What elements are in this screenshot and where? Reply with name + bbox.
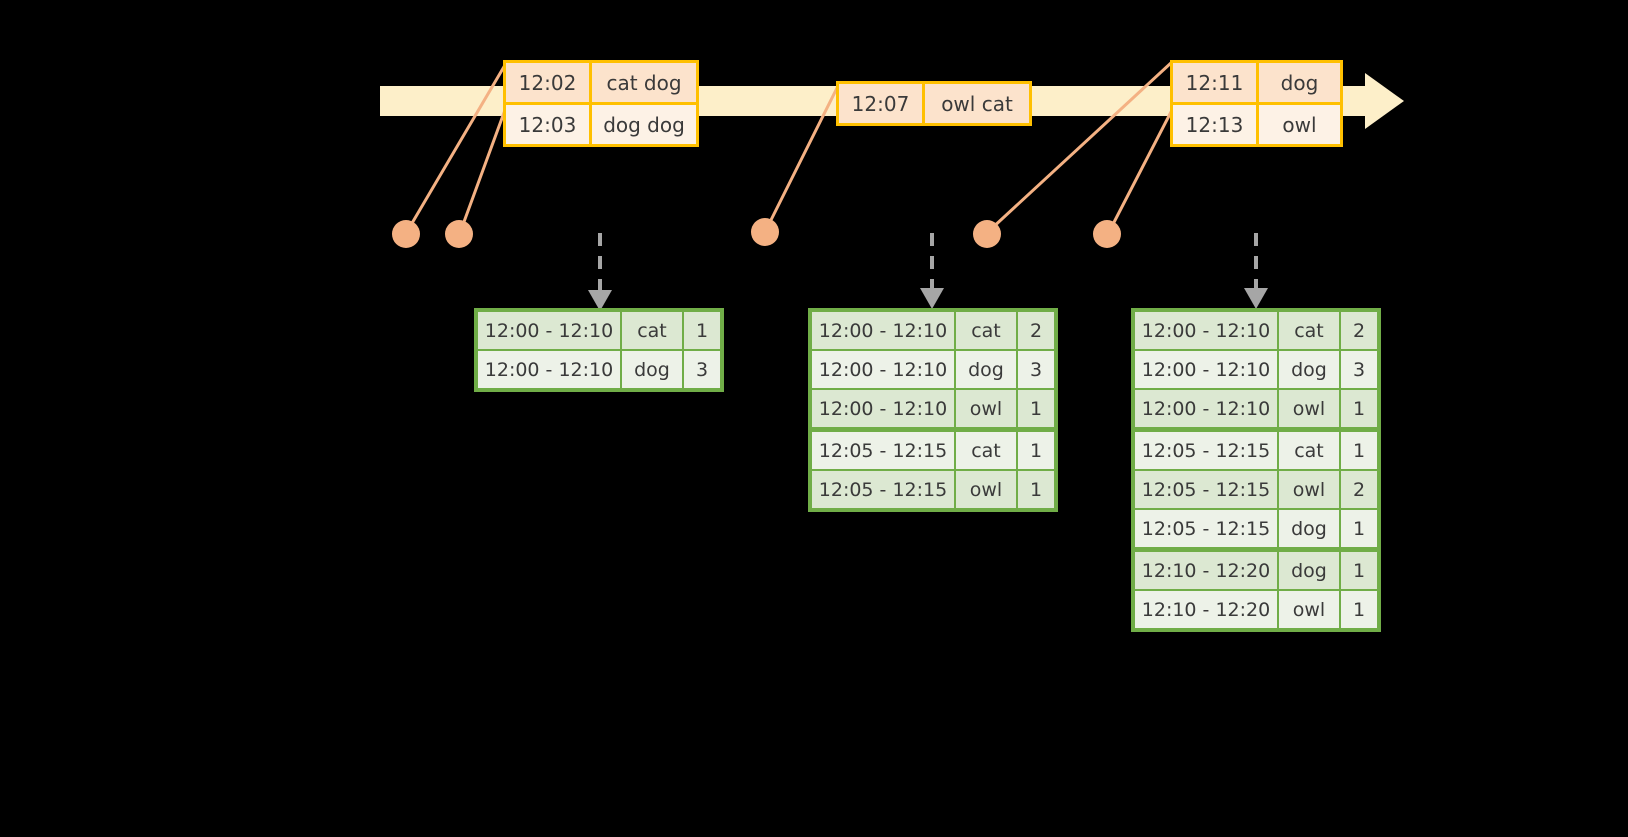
event-words: dog dog	[603, 112, 685, 137]
event-dot-5	[1093, 220, 1121, 248]
cell-key: dog	[956, 351, 1018, 388]
cell-window: 12:00 - 12:10	[478, 312, 622, 349]
event-words: owl cat	[941, 91, 1013, 116]
table-row[interactable]: 12:00 - 12:10 owl 1	[1135, 388, 1377, 427]
table-row[interactable]: 12:00 - 12:10 cat 2	[1135, 312, 1377, 349]
event-row[interactable]: 12:11 dog	[1173, 63, 1340, 102]
cell-key: dog	[1279, 510, 1341, 547]
cell-count: 1	[695, 319, 709, 342]
emit-arrow-2	[920, 233, 944, 309]
cell-count: 1	[1029, 439, 1043, 462]
event-group-1[interactable]: 12:02 cat dog 12:03 dog dog	[503, 60, 699, 147]
cell-key: cat	[956, 312, 1018, 349]
connector-line-5	[1108, 108, 1174, 232]
cell-count: 1	[1029, 478, 1043, 501]
event-time: 12:02	[506, 63, 592, 102]
event-time: 12:11	[1173, 63, 1259, 102]
event-time: 12:13	[1173, 105, 1259, 144]
table-row[interactable]: 12:10 - 12:20 owl 1	[1135, 589, 1377, 628]
event-row[interactable]: 12:13 owl	[1173, 102, 1340, 144]
cell-window: 12:00 - 12:10	[1135, 351, 1279, 388]
cell-window: 12:10 - 12:20	[1135, 591, 1279, 628]
cell-window: 12:05 - 12:15	[1135, 471, 1279, 508]
cell-count: 2	[1352, 319, 1366, 342]
table-row[interactable]: 12:05 - 12:15 owl 1	[812, 469, 1054, 508]
cell-window: 12:05 - 12:15	[812, 471, 956, 508]
cell-key: cat	[956, 432, 1018, 469]
arrow-right-icon	[1365, 73, 1404, 129]
table-row[interactable]: 12:00 - 12:10 cat 1	[478, 312, 720, 349]
cell-window: 12:00 - 12:10	[812, 390, 956, 427]
cell-window: 12:05 - 12:15	[812, 432, 956, 469]
table-row[interactable]: 12:00 - 12:10 cat 2	[812, 312, 1054, 349]
cell-count: 3	[1029, 358, 1043, 381]
cell-count: 3	[1352, 358, 1366, 381]
table-row[interactable]: 12:05 - 12:15 owl 2	[1135, 469, 1377, 508]
cell-window: 12:00 - 12:10	[812, 351, 956, 388]
cell-count: 1	[1352, 439, 1366, 462]
event-dot-markers	[392, 218, 1121, 248]
event-time: 12:03	[506, 105, 592, 144]
cell-count: 1	[1352, 397, 1366, 420]
cell-count: 1	[1352, 598, 1366, 621]
event-row[interactable]: 12:03 dog dog	[506, 102, 696, 144]
result-table-1[interactable]: 12:00 - 12:10 cat 1 12:00 - 12:10 dog 3	[474, 308, 724, 392]
cell-key: dog	[1279, 552, 1341, 589]
event-words: owl	[1282, 112, 1317, 137]
emit-flow-arrows	[588, 233, 1268, 311]
table-row[interactable]: 12:00 - 12:10 dog 3	[1135, 349, 1377, 388]
cell-window: 12:00 - 12:10	[478, 351, 622, 388]
cell-window: 12:10 - 12:20	[1135, 552, 1279, 589]
cell-count: 2	[1352, 478, 1366, 501]
cell-count: 2	[1029, 319, 1043, 342]
cell-count: 1	[1352, 559, 1366, 582]
table-row[interactable]: 12:10 - 12:20 dog 1	[1135, 547, 1377, 589]
cell-count: 1	[1352, 517, 1366, 540]
cell-count: 1	[1029, 397, 1043, 420]
cell-count: 3	[695, 358, 709, 381]
cell-key: cat	[1279, 432, 1341, 469]
emit-arrow-1	[588, 233, 612, 311]
cell-key: owl	[956, 390, 1018, 427]
cell-window: 12:00 - 12:10	[812, 312, 956, 349]
event-row[interactable]: 12:02 cat dog	[506, 63, 696, 102]
connector-line-3	[765, 84, 840, 230]
cell-key: cat	[1279, 312, 1341, 349]
cell-key: owl	[1279, 471, 1341, 508]
event-group-3[interactable]: 12:11 dog 12:13 owl	[1170, 60, 1343, 147]
table-row[interactable]: 12:05 - 12:15 dog 1	[1135, 508, 1377, 547]
cell-key: owl	[1279, 591, 1341, 628]
event-group-2[interactable]: 12:07 owl cat	[836, 81, 1032, 126]
cell-key: dog	[622, 351, 684, 388]
event-dot-1	[392, 220, 420, 248]
cell-key: cat	[622, 312, 684, 349]
event-words: dog	[1280, 70, 1319, 95]
connector-line-2	[459, 108, 507, 232]
result-table-3[interactable]: 12:00 - 12:10 cat 2 12:00 - 12:10 dog 3 …	[1131, 308, 1381, 632]
table-row[interactable]: 12:00 - 12:10 dog 3	[478, 349, 720, 388]
event-row[interactable]: 12:07 owl cat	[839, 84, 1029, 123]
emit-arrow-3	[1244, 233, 1268, 309]
cell-window: 12:05 - 12:15	[1135, 432, 1279, 469]
event-dot-3	[751, 218, 779, 246]
connector-line-1	[406, 63, 507, 232]
cell-window: 12:00 - 12:10	[1135, 390, 1279, 427]
event-words: cat dog	[606, 70, 682, 95]
table-row[interactable]: 12:00 - 12:10 owl 1	[812, 388, 1054, 427]
result-table-2[interactable]: 12:00 - 12:10 cat 2 12:00 - 12:10 dog 3 …	[808, 308, 1058, 512]
table-row[interactable]: 12:05 - 12:15 cat 1	[1135, 427, 1377, 469]
cell-key: owl	[956, 471, 1018, 508]
cell-key: dog	[1279, 351, 1341, 388]
table-row[interactable]: 12:00 - 12:10 dog 3	[812, 349, 1054, 388]
event-dot-2	[445, 220, 473, 248]
event-time: 12:07	[839, 84, 925, 123]
cell-window: 12:05 - 12:15	[1135, 510, 1279, 547]
event-dot-4	[973, 220, 1001, 248]
table-row[interactable]: 12:05 - 12:15 cat 1	[812, 427, 1054, 469]
cell-key: owl	[1279, 390, 1341, 427]
cell-window: 12:00 - 12:10	[1135, 312, 1279, 349]
